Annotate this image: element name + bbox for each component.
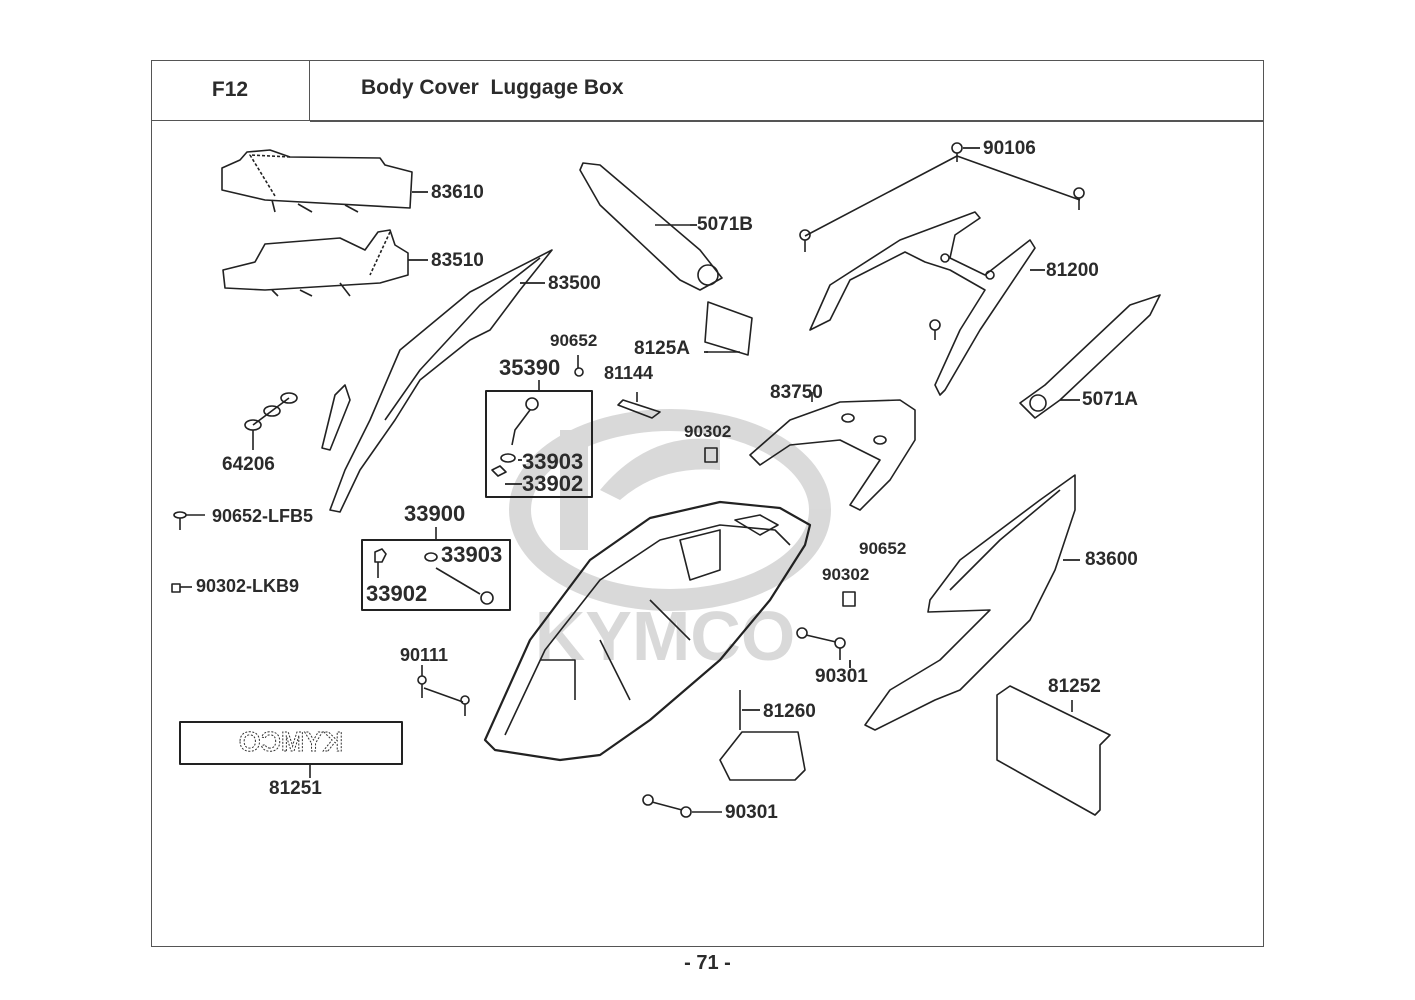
part-label-8125A[interactable]: 8125A	[634, 338, 690, 359]
part-81200-drawing	[809, 211, 1036, 396]
part-label-90302-LKB9[interactable]: 90302-LKB9	[196, 576, 300, 596]
part-label-81252[interactable]: 81252	[1048, 676, 1101, 697]
part-label-5071B[interactable]: 5071B	[697, 214, 753, 235]
part-label-83750[interactable]: 83750	[770, 382, 823, 403]
part-90301-drawing	[642, 627, 846, 818]
part-90302-clip	[704, 447, 856, 607]
part-33900-drawing	[374, 548, 494, 605]
page-title: Body Cover Luggage Box	[361, 76, 624, 99]
part-label-83510[interactable]: 83510	[431, 250, 484, 271]
part-label-83600[interactable]: 83600	[1085, 549, 1138, 570]
part-label-81260[interactable]: 81260	[763, 701, 816, 722]
part-label-90301-right[interactable]: 90301	[815, 666, 868, 687]
part-label-90106[interactable]: 90106	[983, 138, 1036, 159]
diagram-frame	[151, 60, 1264, 947]
watermark-text: KYMCO	[535, 597, 796, 675]
part-label-81200[interactable]: 81200	[1046, 260, 1099, 281]
part-label-90652[interactable]: 90652	[550, 331, 598, 350]
part-81251-drawing	[179, 721, 403, 778]
part-label-90652-LFB5[interactable]: 90652-LFB5	[212, 506, 314, 526]
part-label-33902[interactable]: 33902	[522, 471, 584, 496]
part-label-90111[interactable]: 90111	[400, 645, 449, 665]
part-83600-drawing	[864, 474, 1076, 731]
part-label-81251[interactable]: 81251	[269, 778, 322, 799]
part-81260-drawing	[483, 500, 812, 781]
part-83750-drawing	[749, 392, 916, 511]
part-83610-drawing	[221, 149, 413, 213]
leader-lines	[408, 147, 1080, 711]
part-label-83610[interactable]: 83610	[431, 182, 484, 203]
part-label-83500[interactable]: 83500	[548, 273, 601, 294]
part-label-90302-right[interactable]: 90302	[822, 565, 870, 584]
part-83500-drawing	[321, 249, 553, 513]
part-5071A-drawing	[1019, 294, 1161, 419]
part-label-64206[interactable]: 64206	[222, 454, 275, 475]
kymco-emblem-text: KYMCO	[239, 726, 343, 757]
part-64206-drawing	[244, 392, 298, 450]
part-label-90652-right[interactable]: 90652	[859, 539, 907, 558]
part-label-35390[interactable]: 35390	[499, 355, 561, 380]
part-label-90302[interactable]: 90302	[684, 422, 732, 441]
part-label-5071A[interactable]: 5071A	[1082, 389, 1138, 410]
part-label-90301-bottom[interactable]: 90301	[725, 802, 778, 823]
header-divider	[310, 120, 1264, 122]
part-35390-drawing	[491, 397, 539, 477]
part-90106-drawing	[799, 142, 1085, 340]
part-81252-drawing	[996, 685, 1111, 816]
part-81144-drawing	[617, 392, 661, 419]
part-90302-LKB9-drawing	[171, 583, 192, 593]
part-5071B-drawing	[579, 162, 723, 291]
kymco-watermark: KYMCO	[509, 409, 831, 675]
part-label-81144[interactable]: 81144	[604, 363, 654, 383]
page-number: - 71 -	[684, 952, 731, 974]
part-label-33903-kit[interactable]: 33903	[441, 542, 503, 567]
part-label-33902-kit[interactable]: 33902	[366, 581, 428, 606]
part-label-33900[interactable]: 33900	[404, 501, 466, 526]
part-90652-LFB5-drawing	[173, 511, 205, 530]
part-90111-drawing	[417, 665, 470, 716]
part-label-33903[interactable]: 33903	[522, 449, 584, 474]
part-90652-clip-top	[574, 355, 584, 377]
part-8125A-drawing	[704, 301, 753, 356]
part-83510-drawing	[222, 229, 409, 297]
section-code: F12	[151, 60, 310, 121]
